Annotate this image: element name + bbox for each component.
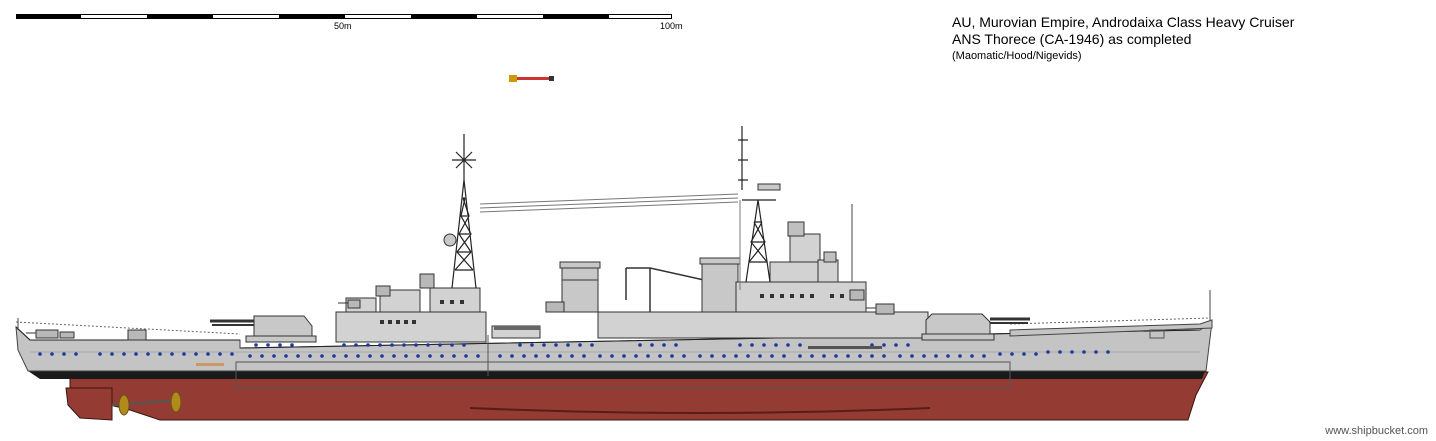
main-turret-forward [921, 313, 1030, 341]
scale-segment [609, 15, 671, 18]
ship-name-title: ANS Thorece (CA-1946) as completed [952, 31, 1192, 47]
bilge-keel [469, 407, 931, 414]
stern-railing [15, 321, 241, 335]
scale-label-mid: 50m [334, 21, 352, 31]
forward-superstructure [735, 233, 867, 313]
armor-belt [235, 361, 1011, 389]
anchor-hawse [1149, 329, 1165, 339]
boat-crane [625, 267, 705, 312]
scale-segment [213, 15, 279, 18]
propeller-icon [111, 391, 182, 416]
forward-secondary-guns [849, 289, 895, 315]
forward-superstructure-windows [760, 294, 844, 298]
aft-funnel [559, 261, 601, 313]
hull-hatch [808, 346, 882, 349]
scale-segment [345, 15, 411, 18]
torpedo-tube [494, 326, 540, 330]
aircraft-icon [509, 75, 554, 82]
aft-lattice-mast [451, 134, 477, 289]
ship-class-title: AU, Murovian Empire, Androdaixa Class He… [952, 14, 1295, 30]
secondary-gun [545, 301, 565, 313]
watermark: www.shipbucket.com [1325, 425, 1428, 437]
midships-deckhouse [597, 311, 929, 339]
aft-superstructure-windows [380, 300, 464, 324]
aft-secondary-guns [338, 273, 435, 309]
scale-segment [477, 15, 543, 18]
drawing-credits: (Maomatic/Hood/Nigevids) [952, 50, 1082, 62]
portholes [38, 343, 1110, 358]
antenna-wires [479, 193, 741, 290]
bow-railing [1009, 317, 1211, 325]
scale-segment [81, 15, 147, 18]
scale-label-end: 100m [660, 21, 683, 31]
skeg [65, 387, 113, 421]
forward-funnel [699, 257, 741, 313]
aft-superstructure [335, 287, 541, 343]
forecastle [1009, 319, 1213, 337]
scale-bar [16, 14, 672, 19]
director-tower [787, 221, 837, 263]
forward-lattice-mast [738, 126, 776, 283]
radar-antenna-icon [757, 183, 781, 191]
main-turret-aft [210, 315, 317, 343]
hull-hatch [196, 363, 224, 366]
aft-light-guns [26, 329, 147, 341]
title-block: AU, Murovian Empire, Androdaixa Class He… [952, 14, 1294, 64]
searchlight-icon [443, 233, 457, 247]
boot-topping [28, 371, 1205, 379]
